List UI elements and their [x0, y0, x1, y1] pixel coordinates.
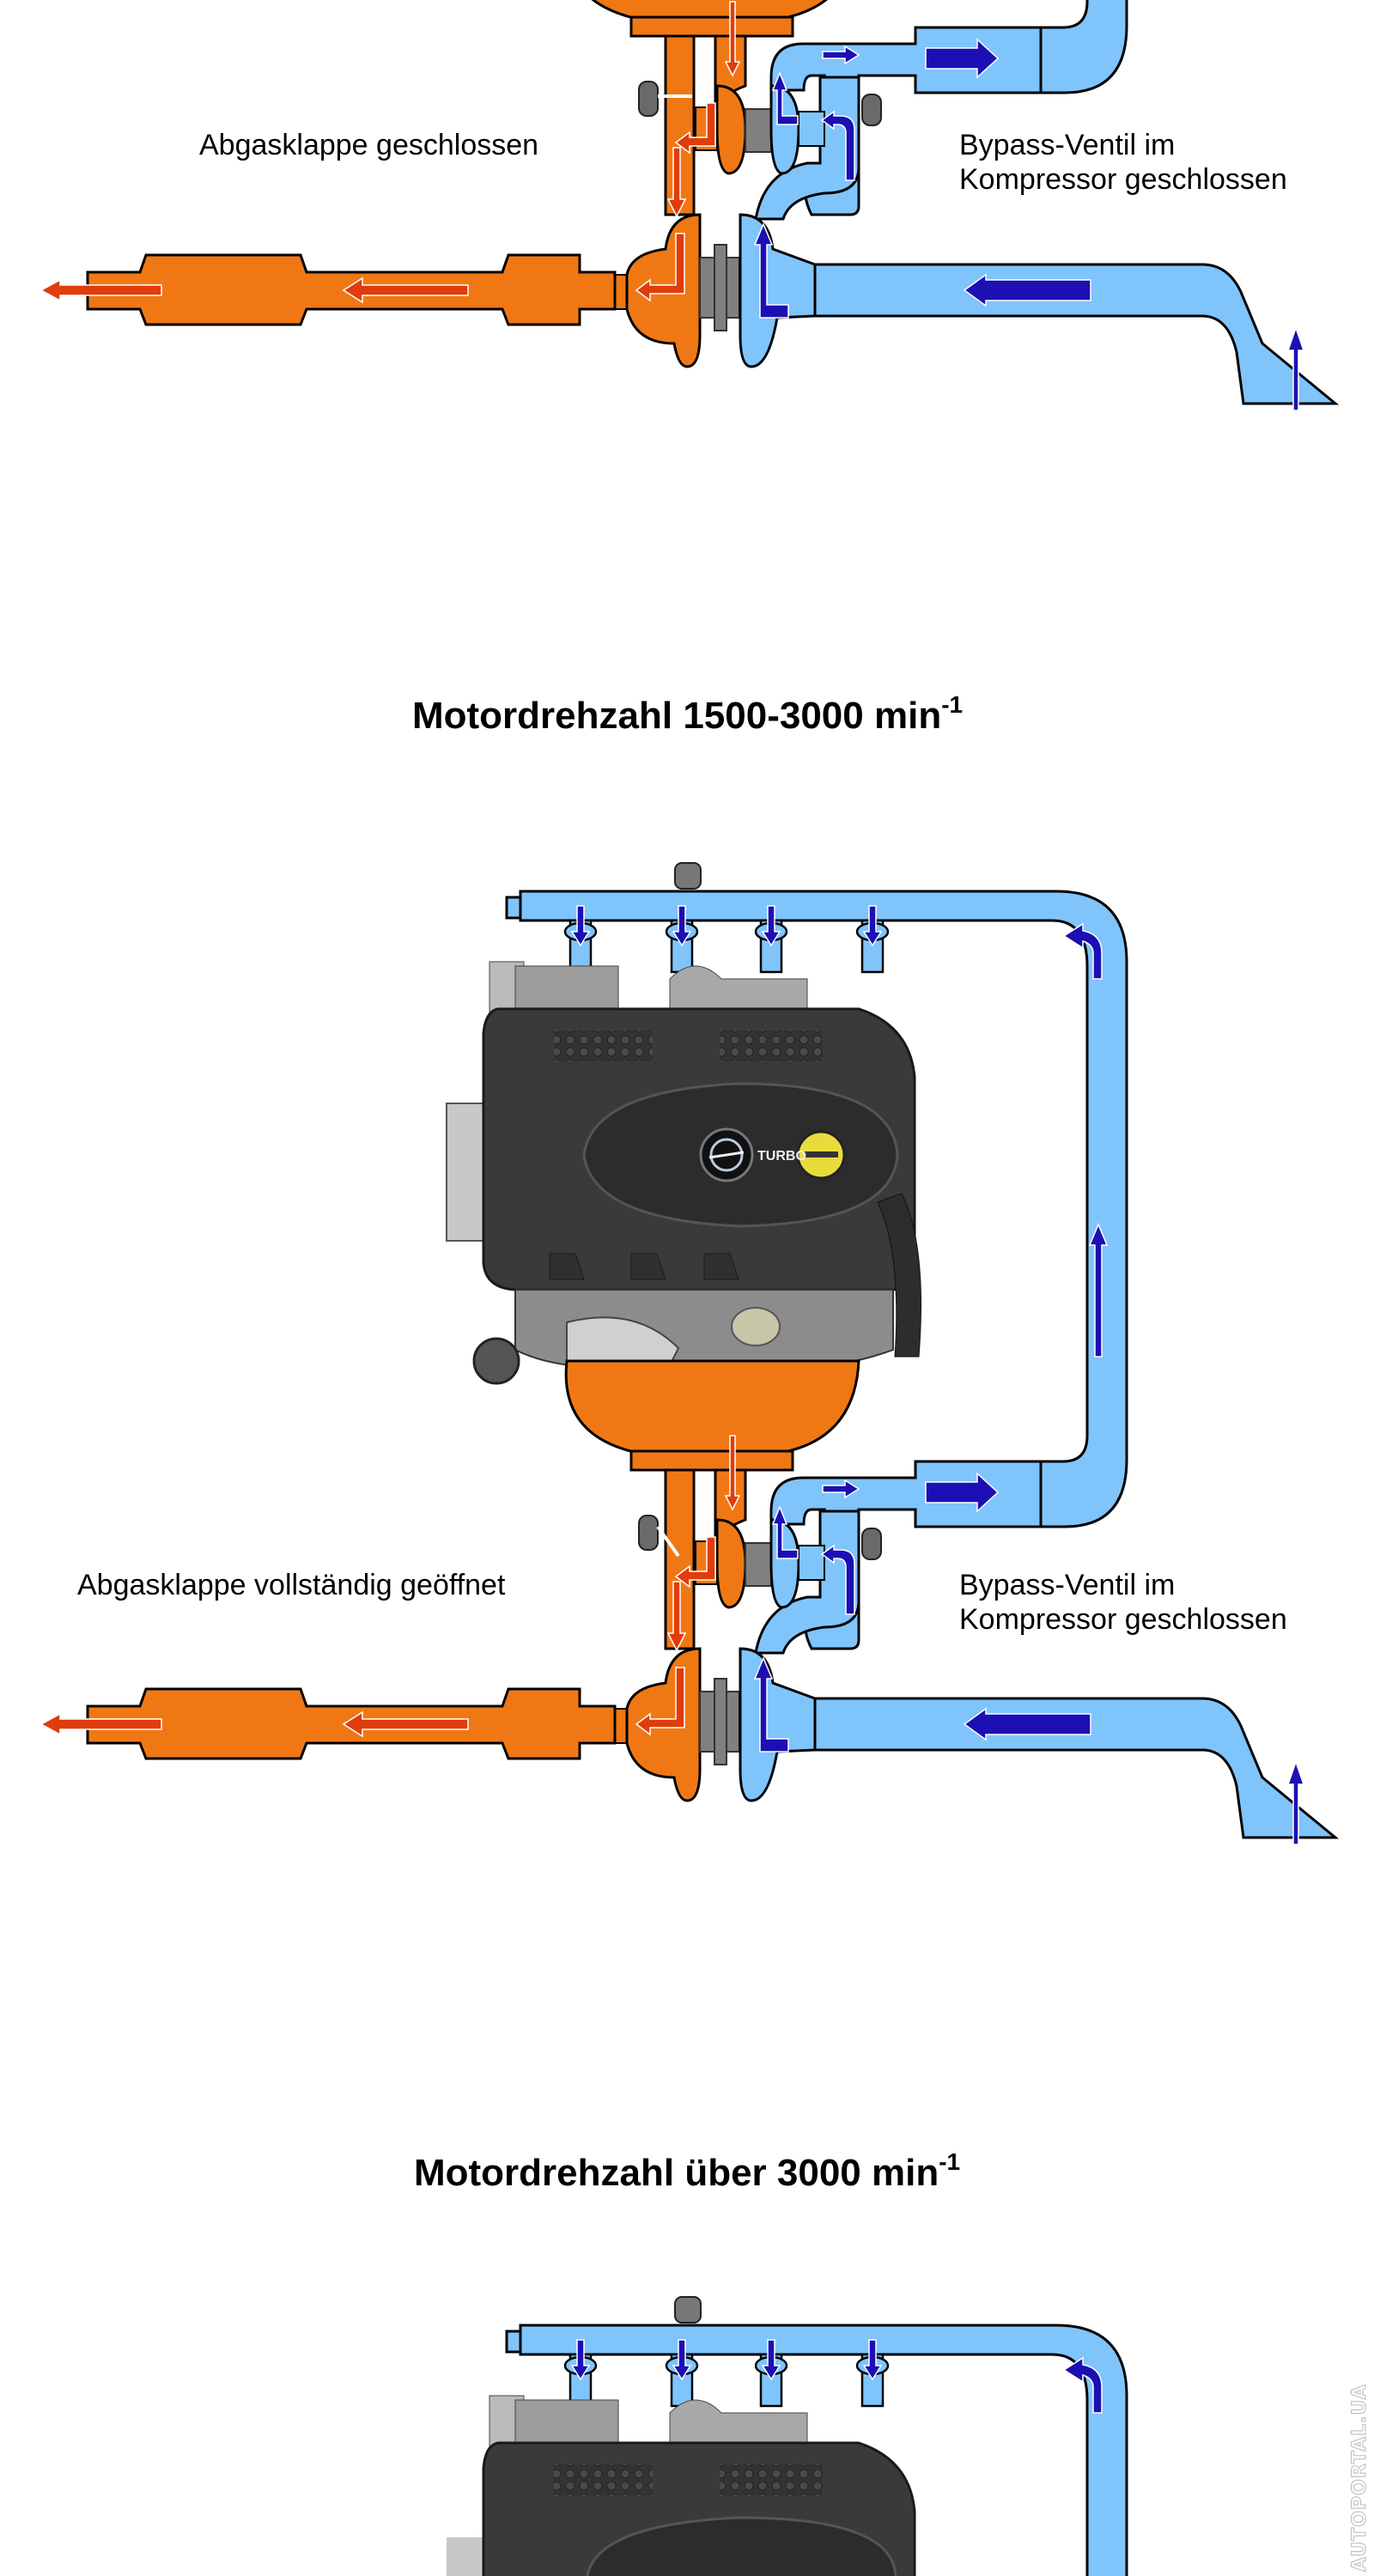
- turbo-schematic: [40, 0, 1337, 412]
- bypass-label-line1: Bypass-Ventil im: [959, 1569, 1175, 1601]
- section-title: Motordrehzahl 1500-3000 min-1: [412, 691, 963, 737]
- exhaust-flap-open: [656, 1525, 680, 1558]
- bypass-label-line2: Kompressor geschlossen: [959, 163, 1287, 196]
- bypass-label-line2: Kompressor geschlossen: [959, 1603, 1287, 1636]
- section-above-3000-rpm: Motordrehzahl über 3000 min-1: [414, 2148, 1128, 2576]
- section-title: Motordrehzahl über 3000 min-1: [414, 2148, 960, 2194]
- watermark: AUTOPORTAL.UA: [1349, 2384, 1371, 2572]
- section-1500-3000-rpm: Motordrehzahl 1500-3000 min-1 TURBO Abga…: [40, 691, 1337, 1846]
- turbo-schematic: [40, 1007, 1337, 1846]
- intake-rail-and-engine-top: [445, 2295, 1128, 2576]
- turbo-badge: TURBO: [757, 1149, 806, 1163]
- flap-label: Abgasklappe geschlossen: [199, 129, 538, 161]
- bypass-label-line1: Bypass-Ventil im: [959, 129, 1175, 161]
- flap-label: Abgasklappe vollständig geöffnet: [77, 1569, 506, 1601]
- section-low-rpm: Abgasklappe geschlossen Bypass-Ventil im…: [40, 0, 1337, 412]
